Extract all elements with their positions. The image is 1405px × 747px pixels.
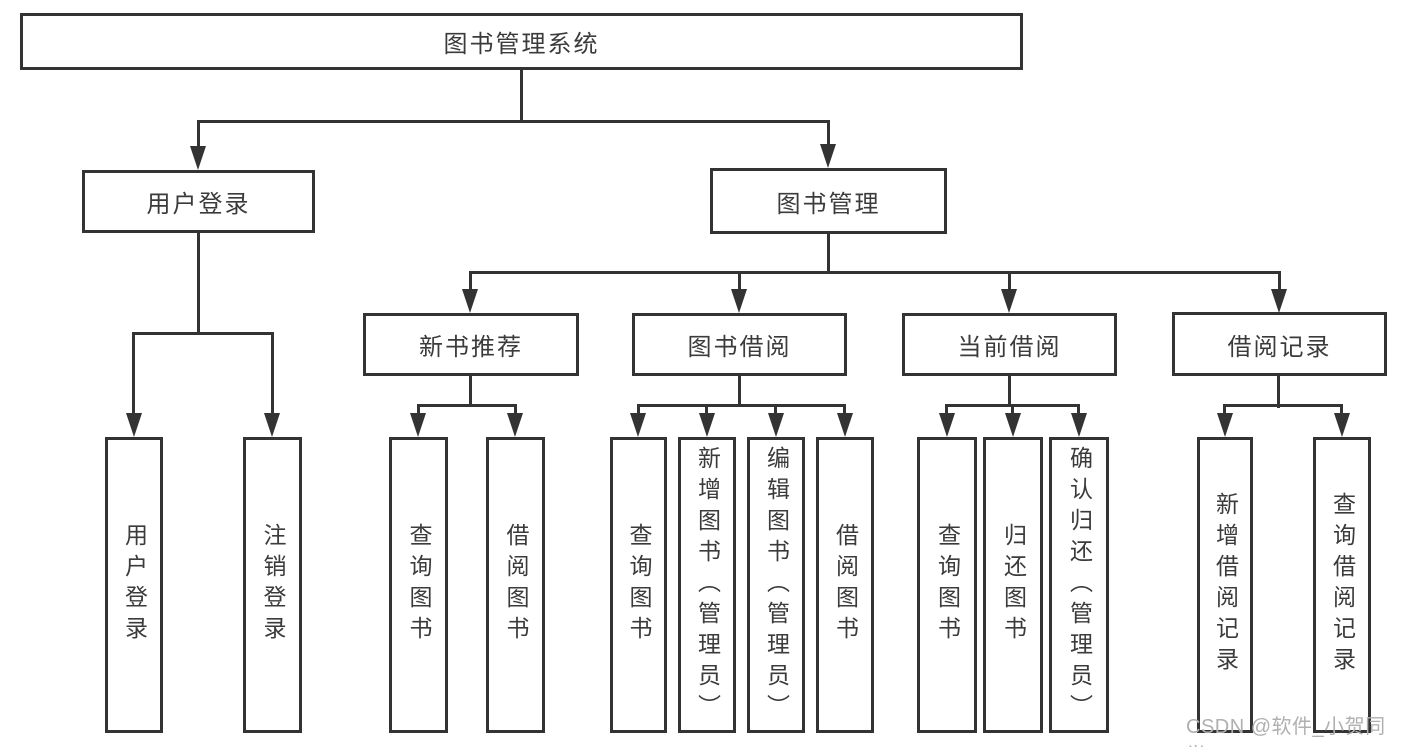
- node-new-book-recommend-label: 新书推荐: [419, 334, 523, 361]
- leaf-user-login-label: 用户登录: [121, 523, 148, 647]
- leaf-borrow-book-label: 借阅图书: [832, 523, 859, 647]
- connector-user-horizontal: [132, 332, 274, 335]
- connector-stem: [1077, 404, 1080, 415]
- arrow-down-icon: [1271, 289, 1287, 313]
- arrow-down-icon: [507, 413, 523, 437]
- watermark: CSDN @软件_小贺同学: [1186, 716, 1386, 747]
- connector-m2-horizontal: [637, 404, 845, 407]
- node-borrow-records: 借阅记录: [1172, 312, 1387, 376]
- connector-book-vertical: [827, 234, 830, 274]
- arrow-down-icon: [1005, 413, 1021, 437]
- leaf-return-book-label: 归还图书: [1000, 523, 1027, 647]
- connector-m3-vertical: [1008, 376, 1011, 407]
- connector-user-vertical: [197, 233, 200, 335]
- connector-book-horizontal: [469, 271, 1281, 274]
- leaf-add-borrow-record: 新增借阅记录: [1197, 437, 1253, 733]
- leaf-add-book-admin-label: 新增图书（管理员）: [694, 445, 721, 725]
- arrow-down-icon: [1217, 413, 1233, 437]
- connector-stem: [469, 271, 472, 290]
- node-current-borrow-label: 当前借阅: [957, 334, 1062, 361]
- leaf-query-borrow-record-label: 查询借阅记录: [1329, 492, 1356, 678]
- leaf-query-book-recommend-label: 查询图书: [406, 523, 432, 647]
- arrow-down-icon: [768, 413, 784, 437]
- arrow-down-icon: [126, 413, 142, 437]
- arrow-down-icon: [410, 413, 426, 437]
- connector-stem: [197, 120, 200, 148]
- connector-stem: [843, 404, 846, 415]
- connector-stem: [1340, 404, 1343, 415]
- node-current-borrow: 当前借阅: [902, 313, 1117, 376]
- leaf-user-login: 用户登录: [105, 437, 163, 733]
- connector-stem: [514, 404, 517, 415]
- leaf-return-book: 归还图书: [983, 437, 1043, 733]
- connector-root-horizontal: [197, 120, 830, 123]
- arrow-down-icon: [264, 413, 280, 437]
- node-book-borrow: 图书借阅: [632, 313, 847, 376]
- node-user-login: 用户登录: [82, 170, 315, 233]
- leaf-borrow-book-recommend-label: 借阅图书: [503, 523, 529, 647]
- node-book-management-label: 图书管理: [776, 190, 881, 218]
- connector-stem: [1278, 271, 1281, 290]
- connector-m4-horizontal: [1223, 404, 1343, 407]
- leaf-query-book-current-label: 查询图书: [934, 523, 961, 647]
- leaf-borrow-book-recommend: 借阅图书: [486, 437, 545, 733]
- arrow-down-icon: [820, 144, 836, 168]
- leaf-edit-book-admin: 编辑图书（管理员）: [747, 437, 805, 733]
- arrow-down-icon: [462, 289, 478, 313]
- connector-stem: [132, 332, 135, 415]
- arrow-down-icon: [1071, 413, 1087, 437]
- leaf-confirm-return-admin: 确认归还（管理员）: [1049, 437, 1109, 733]
- arrow-down-icon: [1001, 289, 1017, 313]
- leaf-add-book-admin: 新增图书（管理员）: [678, 437, 736, 733]
- connector-m4-vertical: [1277, 376, 1280, 408]
- arrow-down-icon: [731, 289, 747, 313]
- node-book-borrow-label: 图书借阅: [687, 334, 792, 361]
- connector-stem: [1223, 404, 1226, 415]
- node-root: 图书管理系统: [20, 13, 1023, 70]
- node-new-book-recommend: 新书推荐: [363, 313, 579, 376]
- leaf-query-book-borrow: 查询图书: [610, 437, 667, 733]
- connector-root-vertical: [520, 70, 523, 123]
- leaf-edit-book-admin-label: 编辑图书（管理员）: [763, 445, 790, 725]
- connector-stem: [774, 404, 777, 415]
- leaf-logout: 注销登录: [243, 437, 302, 733]
- leaf-query-book-borrow-label: 查询图书: [626, 523, 652, 647]
- connector-m2-vertical: [738, 376, 741, 407]
- leaf-query-borrow-record: 查询借阅记录: [1313, 437, 1371, 733]
- node-book-management: 图书管理: [710, 168, 947, 234]
- leaf-borrow-book: 借阅图书: [816, 437, 874, 733]
- connector-stem: [827, 120, 830, 146]
- node-borrow-records-label: 借阅记录: [1227, 333, 1332, 361]
- node-root-label: 图书管理系统: [443, 31, 600, 58]
- connector-stem: [271, 332, 274, 415]
- connector-stem: [1011, 404, 1014, 415]
- leaf-query-book-recommend: 查询图书: [389, 437, 448, 733]
- leaf-confirm-return-admin-label: 确认归还（管理员）: [1066, 445, 1093, 725]
- connector-stem: [637, 404, 640, 415]
- arrow-down-icon: [939, 413, 955, 437]
- connector-stem: [705, 404, 708, 415]
- leaf-logout-label: 注销登录: [260, 523, 286, 647]
- arrow-down-icon: [190, 146, 206, 170]
- arrow-down-icon: [1334, 413, 1350, 437]
- connector-stem: [738, 271, 741, 290]
- node-user-login-label: 用户登录: [146, 191, 251, 218]
- connector-stem: [1008, 271, 1011, 290]
- arrow-down-icon: [837, 413, 853, 437]
- leaf-add-borrow-record-label: 新增借阅记录: [1212, 492, 1239, 678]
- connector-m1-vertical: [469, 376, 472, 407]
- arrow-down-icon: [630, 413, 646, 437]
- leaf-query-book-current: 查询图书: [917, 437, 977, 733]
- connector-stem: [417, 404, 420, 415]
- arrow-down-icon: [699, 413, 715, 437]
- connector-stem: [945, 404, 948, 415]
- connector-m1-horizontal: [417, 404, 517, 407]
